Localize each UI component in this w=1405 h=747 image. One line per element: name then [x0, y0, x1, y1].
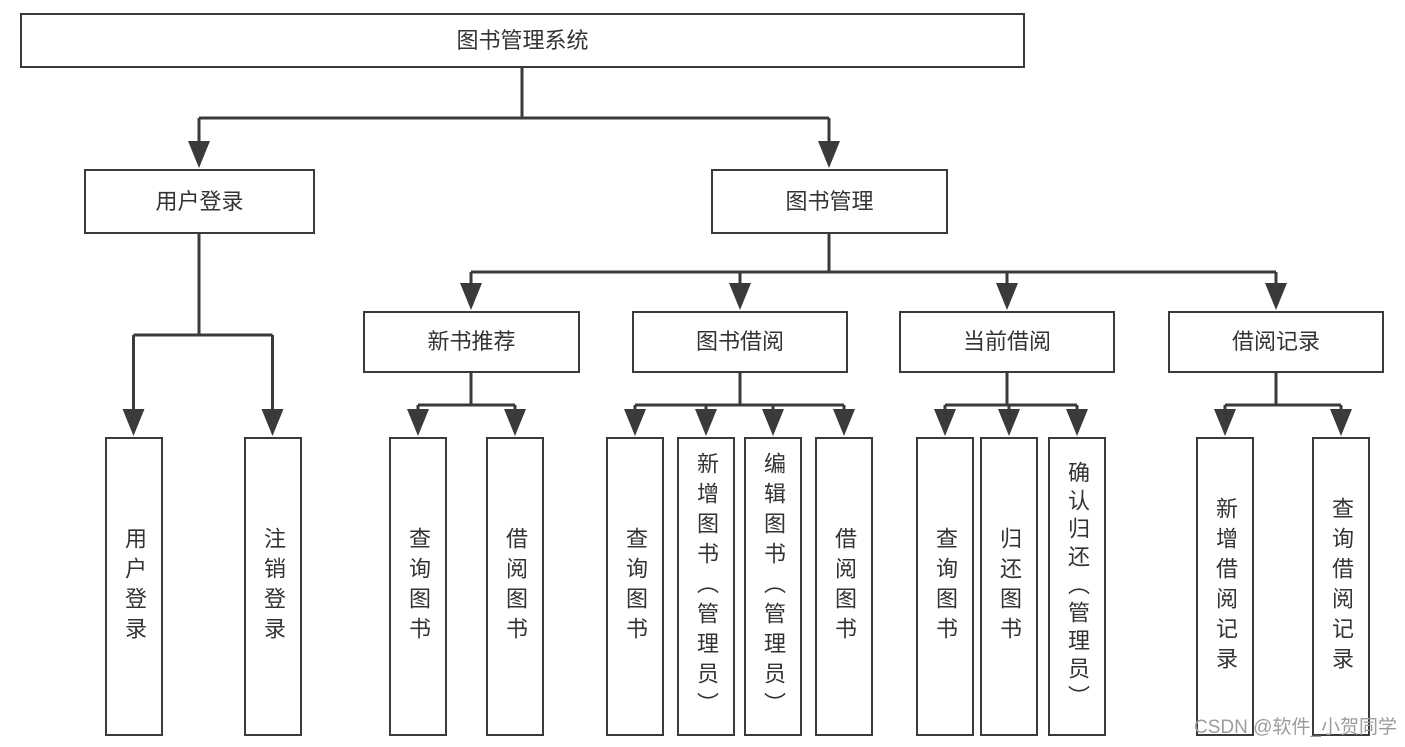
node-borrow-records: 借阅记录: [1168, 311, 1384, 373]
node-new-book-recommend-label: 新书推荐: [427, 329, 516, 354]
node-book-management: 图书管理: [711, 169, 948, 234]
csdn-watermark: CSDN @软件_小贺同学: [1194, 717, 1397, 738]
node-leaf-query-borrow-record-label: 查询借阅记录: [1329, 496, 1354, 677]
node-leaf-user-login-label: 用户登录: [122, 526, 147, 647]
node-new-book-recommend: 新书推荐: [363, 311, 580, 373]
node-leaf-logout: 注销登录: [244, 437, 302, 736]
connector-level3-branches: [416, 373, 1343, 411]
node-leaf-edit-books-admin: 编辑图书（管理员）: [744, 437, 802, 736]
connector-book-management-branch: [469, 233, 1278, 285]
node-root-label: 图书管理系统: [456, 27, 589, 53]
node-book-management-label: 图书管理: [785, 188, 874, 214]
node-leaf-add-borrow-record-label: 新增借阅记录: [1213, 496, 1238, 677]
node-current-borrow-label: 当前借阅: [962, 329, 1051, 354]
node-leaf-borrow-books: 借阅图书: [815, 437, 873, 736]
node-leaf-query-books-current-label: 查询图书: [933, 526, 958, 647]
node-leaf-add-borrow-record: 新增借阅记录: [1196, 437, 1254, 736]
node-leaf-return-books: 归还图书: [980, 437, 1038, 736]
node-leaf-confirm-return-admin: 确认归还（管理员）: [1048, 437, 1106, 736]
node-leaf-add-books-admin-label: 新增图书（管理员）: [694, 451, 719, 722]
node-leaf-add-books-admin: 新增图书（管理员）: [677, 437, 735, 736]
node-leaf-edit-books-admin-label: 编辑图书（管理员）: [761, 451, 786, 722]
node-user-login-label: 用户登录: [155, 188, 244, 214]
node-leaf-borrow-books-recommend: 借阅图书: [486, 437, 544, 736]
node-leaf-query-books-recommend: 查询图书: [389, 437, 447, 736]
node-current-borrow: 当前借阅: [899, 311, 1115, 373]
node-root: 图书管理系统: [20, 13, 1025, 68]
node-leaf-query-books-borrow-label: 查询图书: [623, 526, 648, 647]
connector-user-login-branch: [132, 233, 274, 410]
node-leaf-borrow-books-label: 借阅图书: [832, 526, 857, 647]
arrowhead-icons: [122, 141, 1352, 436]
node-book-borrow-label: 图书借阅: [695, 329, 784, 354]
connector-root-branch: [197, 68, 831, 141]
node-leaf-query-books-recommend-label: 查询图书: [406, 526, 431, 647]
node-leaf-query-borrow-record: 查询借阅记录: [1312, 437, 1370, 736]
node-leaf-query-books-current: 查询图书: [916, 437, 974, 736]
node-borrow-records-label: 借阅记录: [1231, 329, 1320, 354]
node-leaf-confirm-return-admin-label: 确认归还（管理员）: [1065, 460, 1090, 713]
node-leaf-query-books-borrow: 查询图书: [606, 437, 664, 736]
node-leaf-logout-label: 注销登录: [261, 526, 286, 647]
node-leaf-return-books-label: 归还图书: [997, 526, 1022, 647]
node-user-login: 用户登录: [84, 169, 315, 234]
node-leaf-user-login: 用户登录: [105, 437, 163, 736]
node-leaf-borrow-books-recommend-label: 借阅图书: [503, 526, 528, 647]
node-book-borrow: 图书借阅: [632, 311, 848, 373]
